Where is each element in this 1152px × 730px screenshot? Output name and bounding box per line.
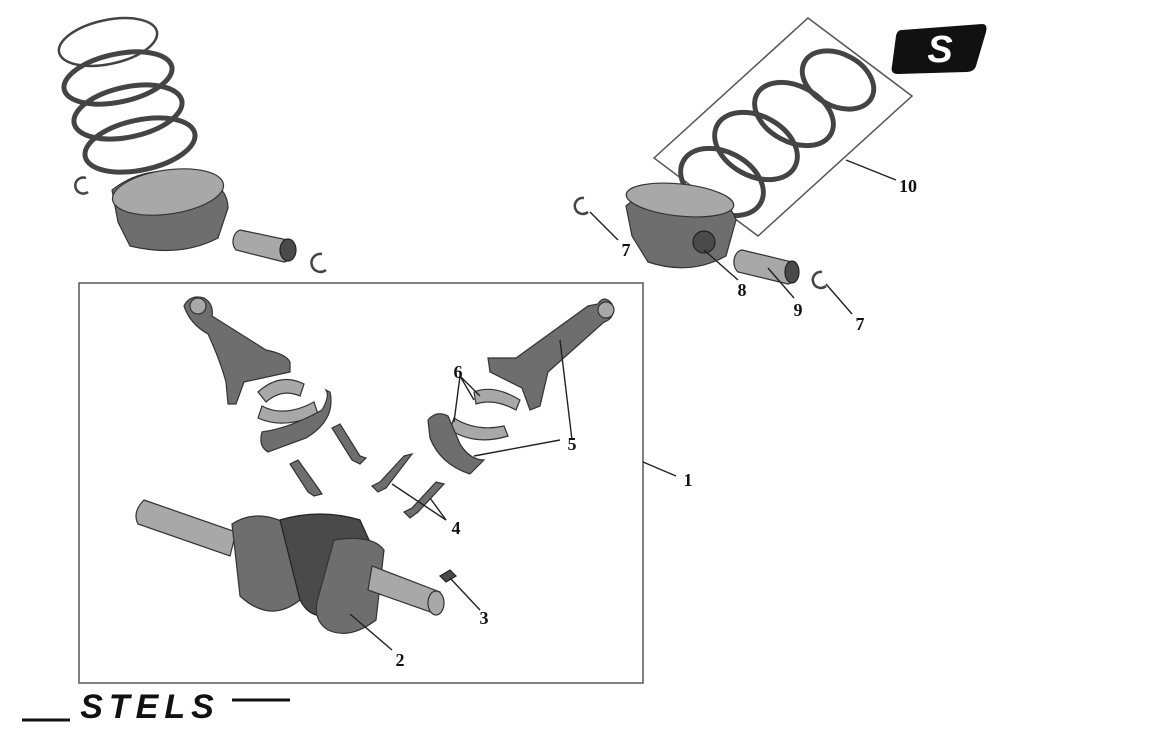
right-rod-cap xyxy=(427,413,486,475)
crankshaft-rear-end xyxy=(427,590,445,616)
leader-3 xyxy=(449,577,481,611)
left-ring-2 xyxy=(61,49,175,107)
leader-7a xyxy=(589,211,619,241)
left-ring-1 xyxy=(57,16,159,68)
crankshaft-key xyxy=(439,569,457,583)
right-circlip-a xyxy=(573,196,589,216)
callout-9: 9 xyxy=(794,300,803,320)
callout-1: 1 xyxy=(684,470,693,490)
leader-9 xyxy=(767,267,795,299)
left-rod-bolt-a xyxy=(331,423,368,465)
callout-4: 4 xyxy=(452,518,461,538)
left-piston-assembly xyxy=(57,16,327,274)
right-bearing-shell-lower xyxy=(449,417,509,441)
left-rod-bolt-b xyxy=(289,459,323,497)
right-circlip-b xyxy=(811,270,827,290)
right-piston-assembly: S xyxy=(573,17,987,315)
callout-7b: 7 xyxy=(856,314,865,334)
brand-wordmark: STELS xyxy=(22,688,290,726)
right-ring-1 xyxy=(799,48,877,112)
brand-logo-letter: S xyxy=(927,29,952,71)
left-bearing-shell-upper xyxy=(257,378,305,403)
left-circlip-a xyxy=(74,176,89,195)
brand-wordmark-text: STELS xyxy=(80,688,220,726)
right-connecting-rod xyxy=(370,298,615,519)
leader-10 xyxy=(845,159,897,181)
right-bearing-shell-upper xyxy=(473,388,521,411)
left-piston-crown xyxy=(111,168,225,216)
right-wrist-pin-end xyxy=(784,260,800,284)
callout-2: 2 xyxy=(396,650,405,670)
crankshaft-front-journal xyxy=(135,499,237,557)
right-rod-bolt-a xyxy=(370,453,414,493)
left-ring-3 xyxy=(71,82,185,142)
leader-6b xyxy=(453,375,461,423)
leader-5b xyxy=(473,439,561,457)
leader-5a xyxy=(559,339,573,441)
left-ring-4 xyxy=(82,115,198,175)
leader-7b xyxy=(825,283,853,315)
leader-2 xyxy=(349,613,393,651)
left-rod-cap xyxy=(260,388,332,453)
leader-1 xyxy=(642,461,677,477)
right-ring-2 xyxy=(752,79,836,149)
callout-7a: 7 xyxy=(622,240,631,260)
callout-5: 5 xyxy=(568,434,577,454)
callout-8: 8 xyxy=(738,280,747,300)
crankshaft-right-web xyxy=(315,537,385,634)
left-wrist-pin-end xyxy=(279,238,297,262)
leader-8 xyxy=(703,249,739,281)
crankshaft-assembly-frame xyxy=(78,282,644,684)
left-circlip-b xyxy=(310,252,327,274)
brand-logo-badge: S xyxy=(891,24,987,74)
crankshaft xyxy=(135,499,457,634)
leader-4a xyxy=(391,483,447,521)
callout-10: 10 xyxy=(899,176,917,196)
right-piston-pin-boss xyxy=(692,230,716,254)
callout-3: 3 xyxy=(480,608,489,628)
right-rod-bolt-b xyxy=(402,481,446,519)
right-ring-3 xyxy=(712,109,800,183)
right-piston-crown xyxy=(625,182,735,218)
left-connecting-rod xyxy=(183,296,368,497)
leader-4b xyxy=(429,497,447,521)
callout-6: 6 xyxy=(454,362,463,382)
